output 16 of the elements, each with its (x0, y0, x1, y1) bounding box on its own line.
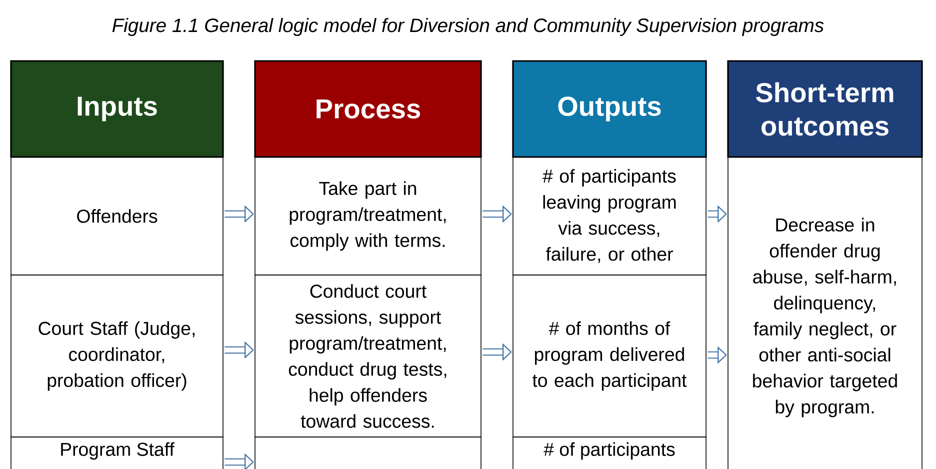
column-header: Short-term outcomes (727, 60, 923, 158)
table-cell: Decrease in offender drug abuse, self-harm, delinquency, family neglect, or other anti-social behavior targeted by program. (728, 156, 922, 469)
column-header: Process (254, 60, 482, 158)
table-cell: # of participants leaving program via success, failure, or other (512, 156, 706, 276)
table-cell: Offenders (10, 156, 224, 276)
table-cell: Court Staff (Judge, coordinator, probation officer) (10, 274, 224, 438)
table-cell: Conduct court sessions, support program/treatment, conduct drug tests, help offenders toward success. (254, 274, 482, 438)
table-cell: Take part in program/treatment, comply with terms. (254, 156, 482, 276)
figure-title: Figure 1.1 General logic model for Diversion and Community Supervision programs (112, 18, 824, 36)
table-cell: # of participants (512, 436, 706, 469)
empty-cell (254, 436, 482, 469)
column-header: Outputs (512, 60, 707, 158)
arrow (224, 453, 254, 469)
column-header: Inputs (10, 60, 224, 158)
table-cell: Program Staff (10, 436, 224, 469)
table-cell: # of months of program delivered to each participant (512, 274, 706, 438)
